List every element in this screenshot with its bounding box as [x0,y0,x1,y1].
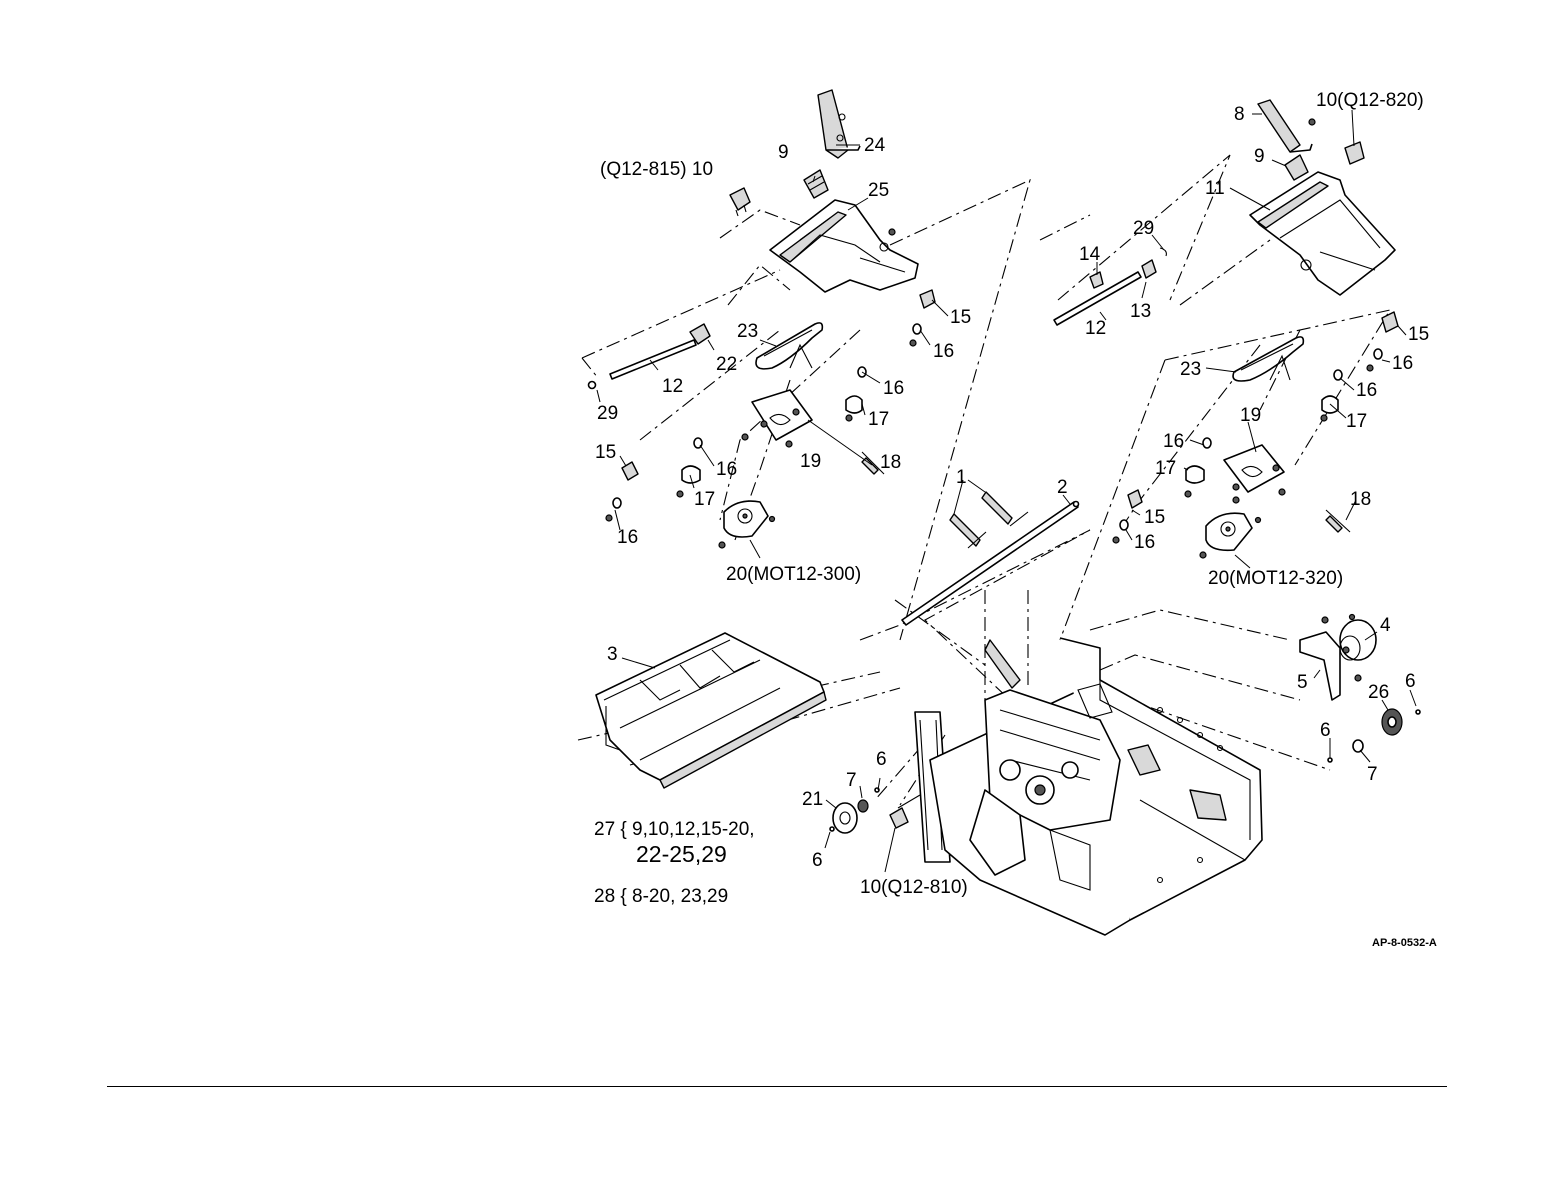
callout-8: 8 [1234,104,1245,125]
right-belt-23 [1233,337,1303,381]
callout-5: 5 [1297,672,1308,693]
callout-17-a: 17 [868,409,889,430]
callout-16-f: 16 [1356,380,1377,401]
right-gear-26 [1328,709,1420,762]
callout-18-right: 18 [1350,489,1371,510]
callout-9-left: 9 [778,142,789,163]
left-motor-plate-19 [742,390,812,447]
callout-6-a: 6 [1405,671,1416,692]
transport-shaft-2 [902,502,1079,626]
callout-7-right: 7 [1367,764,1378,785]
callout-15-c: 15 [1408,324,1429,345]
callout-6-b: 6 [1320,720,1331,741]
callout-mot12-300: 20(MOT12-300) [726,564,861,585]
left-gear-21 [830,788,879,833]
callout-mot12-320: 20(MOT12-320) [1208,568,1343,589]
right-spring-18 [1326,510,1350,532]
front-sensor-10 [890,795,920,828]
callout-14: 14 [1079,244,1101,265]
drawing-id: AP-8-0532-A [1372,937,1437,949]
callout-16-c: 16 [716,459,737,480]
callout-24: 24 [864,135,886,156]
kit-28-line-1: 28 { 8-20, 23,29 [594,886,728,907]
callout-6-c: 6 [876,749,887,770]
right-tray-11 [1250,172,1395,295]
callout-2: 2 [1057,477,1068,498]
callout-12-right: 12 [1085,318,1106,339]
left-actuator-9 [804,170,828,198]
callout-9-right: 9 [1254,146,1265,167]
callout-6-d: 6 [812,850,823,871]
callout-q12-815: (Q12-815) 10 [600,159,713,180]
footer-rule [107,1086,1447,1087]
callout-q12-820: 10(Q12-820) [1316,90,1424,111]
right-sensor-10 [1345,142,1364,164]
callout-3: 3 [607,644,618,665]
callout-17-d: 17 [1155,458,1176,479]
callout-15-d: 15 [1144,507,1165,528]
right-motor-20 [1200,513,1261,558]
callout-21: 21 [802,789,823,810]
right-actuator-9 [1285,155,1308,180]
callout-15-b: 15 [595,442,616,463]
callout-15-a: 15 [950,307,971,328]
callout-16-b: 16 [883,378,904,399]
left-tray-25 [770,200,918,292]
kit-legend: 27 { 9,10,12,15-20, 22-25,29 28 { 8-20, … [594,819,755,907]
callout-23-right: 23 [1180,359,1201,380]
kit-27-line-1: 27 { 9,10,12,15-20, [594,819,755,840]
callout-16-g: 16 [1163,431,1184,452]
right-bracket-8 [1258,100,1315,152]
left-belt-23 [756,323,822,369]
callout-19-left: 19 [800,451,821,472]
callout-11: 11 [1205,178,1225,199]
left-bracket-24 [818,90,860,158]
callout-7-left: 7 [846,770,857,791]
callout-23-left: 23 [737,321,758,342]
left-motor-20 [719,501,775,548]
left-sensor-10 [730,188,750,216]
transport-levers-1 [950,492,1028,548]
callout-12-left: 12 [662,376,683,397]
callout-29-right: 29 [1133,218,1154,239]
left-shaft-12 [589,324,711,389]
callout-22: 22 [716,354,737,375]
callout-29-left: 29 [597,403,618,424]
callout-4: 4 [1380,615,1391,636]
callout-19-right: 19 [1240,405,1261,426]
callout-26: 26 [1368,682,1389,703]
callout-13: 13 [1130,301,1151,322]
callout-16-d: 16 [617,527,638,548]
callout-16-h: 16 [1134,532,1155,553]
callout-1: 1 [956,467,967,488]
kit-27-line-2: 22-25,29 [636,841,727,867]
callout-q12-810: 10(Q12-810) [860,877,968,898]
callout-17-c: 17 [1346,411,1367,432]
callout-17-b: 17 [694,489,715,510]
right-motor-plate-19 [1224,445,1285,503]
callout-16-e: 16 [1392,353,1413,374]
callout-18-left: 18 [880,452,901,473]
callout-25: 25 [868,180,889,201]
callout-16-a: 16 [933,341,954,362]
